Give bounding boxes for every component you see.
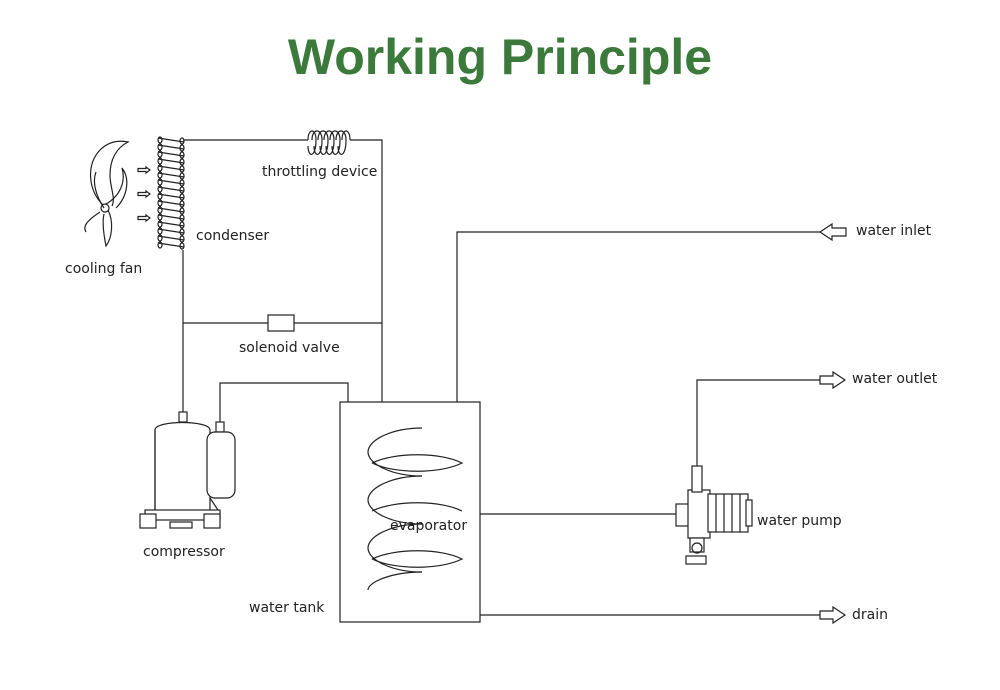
condenser <box>137 136 185 250</box>
water-inlet-arrow-icon <box>818 222 847 242</box>
water-tank-label: water tank <box>249 600 325 616</box>
drain-line <box>480 605 847 625</box>
water-inlet-line <box>456 222 847 402</box>
water-pump-icon <box>675 465 753 565</box>
condenser-label: condenser <box>196 228 269 244</box>
water-inlet-label: water inlet <box>856 223 932 239</box>
cooling-fan-label: cooling fan <box>65 261 142 277</box>
drain-arrow-icon <box>819 605 847 625</box>
solenoid-valve-label: solenoid valve <box>239 340 340 356</box>
compressor-label: compressor <box>143 544 225 560</box>
evaporator-coil <box>367 427 464 591</box>
evaporator-label: evaporator <box>390 518 467 534</box>
solenoid-valve <box>267 314 295 332</box>
compressor <box>139 411 236 529</box>
throttling-device <box>307 130 351 155</box>
water-tank <box>339 401 481 623</box>
water-outlet-label: water outlet <box>852 371 938 387</box>
page-title: Working Principle <box>287 29 713 85</box>
water-outlet-line <box>696 370 847 470</box>
refrigerant-piping <box>182 139 383 430</box>
cooling-fan-icon <box>84 140 130 248</box>
drain-label: drain <box>852 607 888 623</box>
airflow-arrows <box>137 165 151 223</box>
water-outlet-arrow-icon <box>819 370 847 390</box>
throttling-device-label: throttling device <box>262 164 377 180</box>
water-pump-label: water pump <box>757 513 842 529</box>
